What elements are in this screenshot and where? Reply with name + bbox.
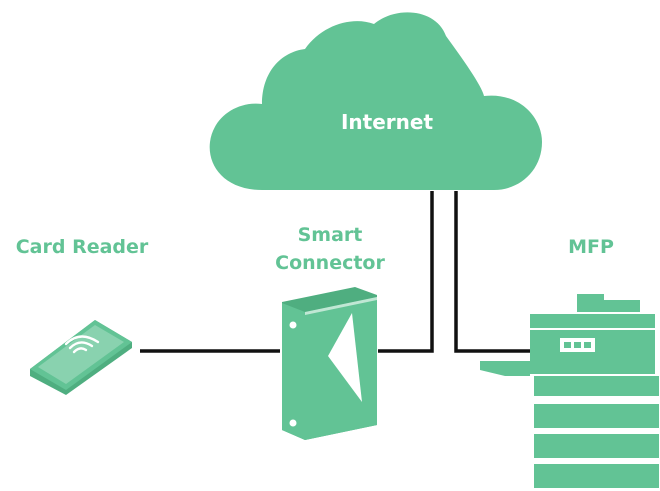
mfp-node: MFP xyxy=(480,236,659,488)
mfp-label: MFP xyxy=(568,236,614,258)
smart-connector-node: Smart Connector xyxy=(275,224,385,440)
internet-label: Internet xyxy=(341,110,433,134)
card-reader-node: Card Reader xyxy=(16,236,149,395)
smart-connector-icon xyxy=(282,287,377,440)
card-reader-label: Card Reader xyxy=(16,236,149,258)
card-reader-icon xyxy=(30,320,132,395)
mfp-icon xyxy=(480,294,659,488)
line-smart-connector-to-internet xyxy=(378,191,434,353)
cloud-shape xyxy=(209,12,542,191)
smart-connector-label-line2: Connector xyxy=(275,252,385,274)
internet-cloud: Internet xyxy=(209,12,542,191)
connector-lines xyxy=(140,191,530,353)
smart-connector-label-line1: Smart xyxy=(298,224,363,246)
line-internet-to-mfp xyxy=(454,191,530,353)
